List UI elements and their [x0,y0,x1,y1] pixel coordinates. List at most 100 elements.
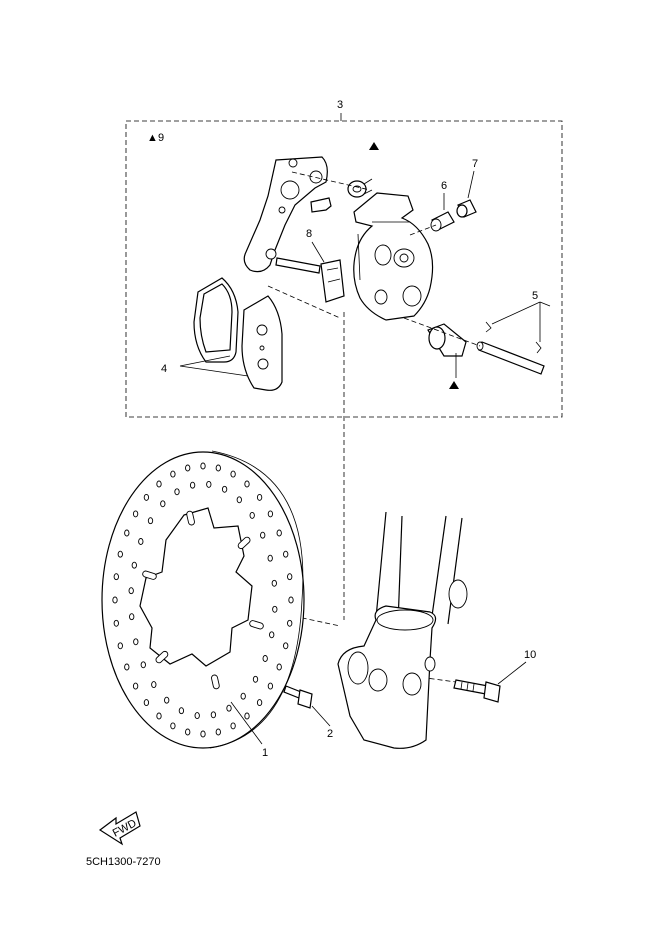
callout-9-marker: ▲ [147,132,158,144]
disc-vent-hole [288,596,294,604]
disc-vent-hole [256,493,263,501]
bleed-cap-7 [456,199,477,218]
dust-boot-lower [427,323,467,378]
disc-vent-hole [200,462,206,470]
disc-vent-hole [117,642,123,650]
disc-vent-hole [226,704,232,712]
callout-10: 10 [524,649,536,661]
disc-slot [211,674,220,690]
callout-labels: 3 ▲ 9 6 7 8 5 4 1 2 10 [147,99,538,759]
disc-vent-hole [117,550,123,558]
brake-disc-1 [101,450,305,749]
disc-vent-hole [244,480,250,488]
disc-vent-hole [124,529,130,537]
disc-vent-hole [215,728,221,736]
callout-8: 8 [306,228,312,240]
disc-vent-hole [174,488,180,496]
disc-vent-hole [200,730,206,738]
disc-vent-hole [221,485,228,493]
disc-vent-hole [244,712,250,720]
disc-vent-hole [249,511,255,519]
disc-vent-hole [131,561,137,569]
callout-1: 1 [262,747,268,759]
disc-vent-hole [194,712,200,720]
callout-6: 6 [441,180,447,192]
disc-vent-hole [271,579,277,587]
disc-vent-hole [230,722,236,730]
disc-vent-hole [267,554,273,562]
disc-vent-hole [287,619,293,627]
disc-vent-hole [260,531,266,539]
disc-vent-hole [272,605,278,613]
flange-bolt-10 [453,661,527,703]
bleed-screw-6 [430,211,455,232]
disc-vent-hole [133,638,139,646]
caliper-body [353,192,434,321]
dust-boot-upper [347,178,373,198]
disc-vent-hole [156,480,162,488]
disc-vent-hole [269,631,275,639]
disc-vent-hole [189,481,196,489]
disc-vent-hole [236,496,242,504]
disc-vent-hole [138,538,144,545]
disc-vent-hole [113,619,119,627]
disc-slot [155,650,169,664]
pad-spring-8 [310,197,345,303]
disc-vent-hole [240,692,246,700]
triangle-marker-icon [449,381,459,389]
disc-vent-hole [206,480,212,488]
callout-5: 5 [532,290,538,302]
disc-vent-hole [267,682,274,690]
diagram-code: 5CH1300-7270 [86,856,161,868]
disc-vent-hole [262,655,268,662]
disc-vent-hole [160,500,166,508]
disc-vent-hole [124,663,130,671]
disc-vent-hole [210,711,217,719]
callout-4: 4 [161,363,167,375]
disc-slot [142,570,157,580]
disc-vent-hole [156,712,162,720]
disc-vent-hole [113,573,119,581]
disc-slot [186,510,195,526]
pad-pin-5 [403,301,551,375]
disc-vent-hole [178,707,185,715]
disc-vent-hole [170,470,176,478]
callout-3: 3 [337,99,343,111]
disc-vent-hole [276,529,282,537]
disc-vent-hole [283,550,289,558]
callout-2: 2 [327,728,333,740]
disc-vent-hole [132,682,139,690]
disc-vent-hole [283,642,289,650]
disc-bolt-2 [283,685,331,727]
disc-vent-hole [151,681,157,689]
disc-slot [237,536,251,550]
disc-vent-hole [147,517,154,525]
fwd-arrow-icon: FWD [98,811,141,846]
disc-vent-hole [256,699,263,707]
brake-pads-4 [179,277,283,391]
disc-vent-hole [143,493,150,501]
disc-vent-hole [267,510,274,518]
disc-vent-hole [287,573,293,581]
triangle-marker-icon [369,142,379,150]
disc-slot [249,620,264,630]
disc-vent-hole [170,722,176,730]
disc-vent-hole [230,470,236,478]
disc-vent-hole [129,613,135,621]
disc-vent-hole [252,675,259,683]
disc-vent-hole [132,510,139,518]
caliper-assembly-frame [125,113,563,418]
disc-vent-hole [185,464,191,472]
front-fork [337,511,468,749]
disc-vent-hole [215,464,221,472]
disc-vent-hole [112,596,118,604]
callout-7: 7 [472,158,478,170]
disc-vent-hole [128,587,134,595]
disc-vent-hole [185,728,191,736]
disc-vent-hole [143,699,150,707]
disc-vent-hole [164,696,170,704]
disc-vent-hole [276,663,282,671]
callout-9: 9 [158,132,164,144]
disc-vent-hole [140,661,146,669]
